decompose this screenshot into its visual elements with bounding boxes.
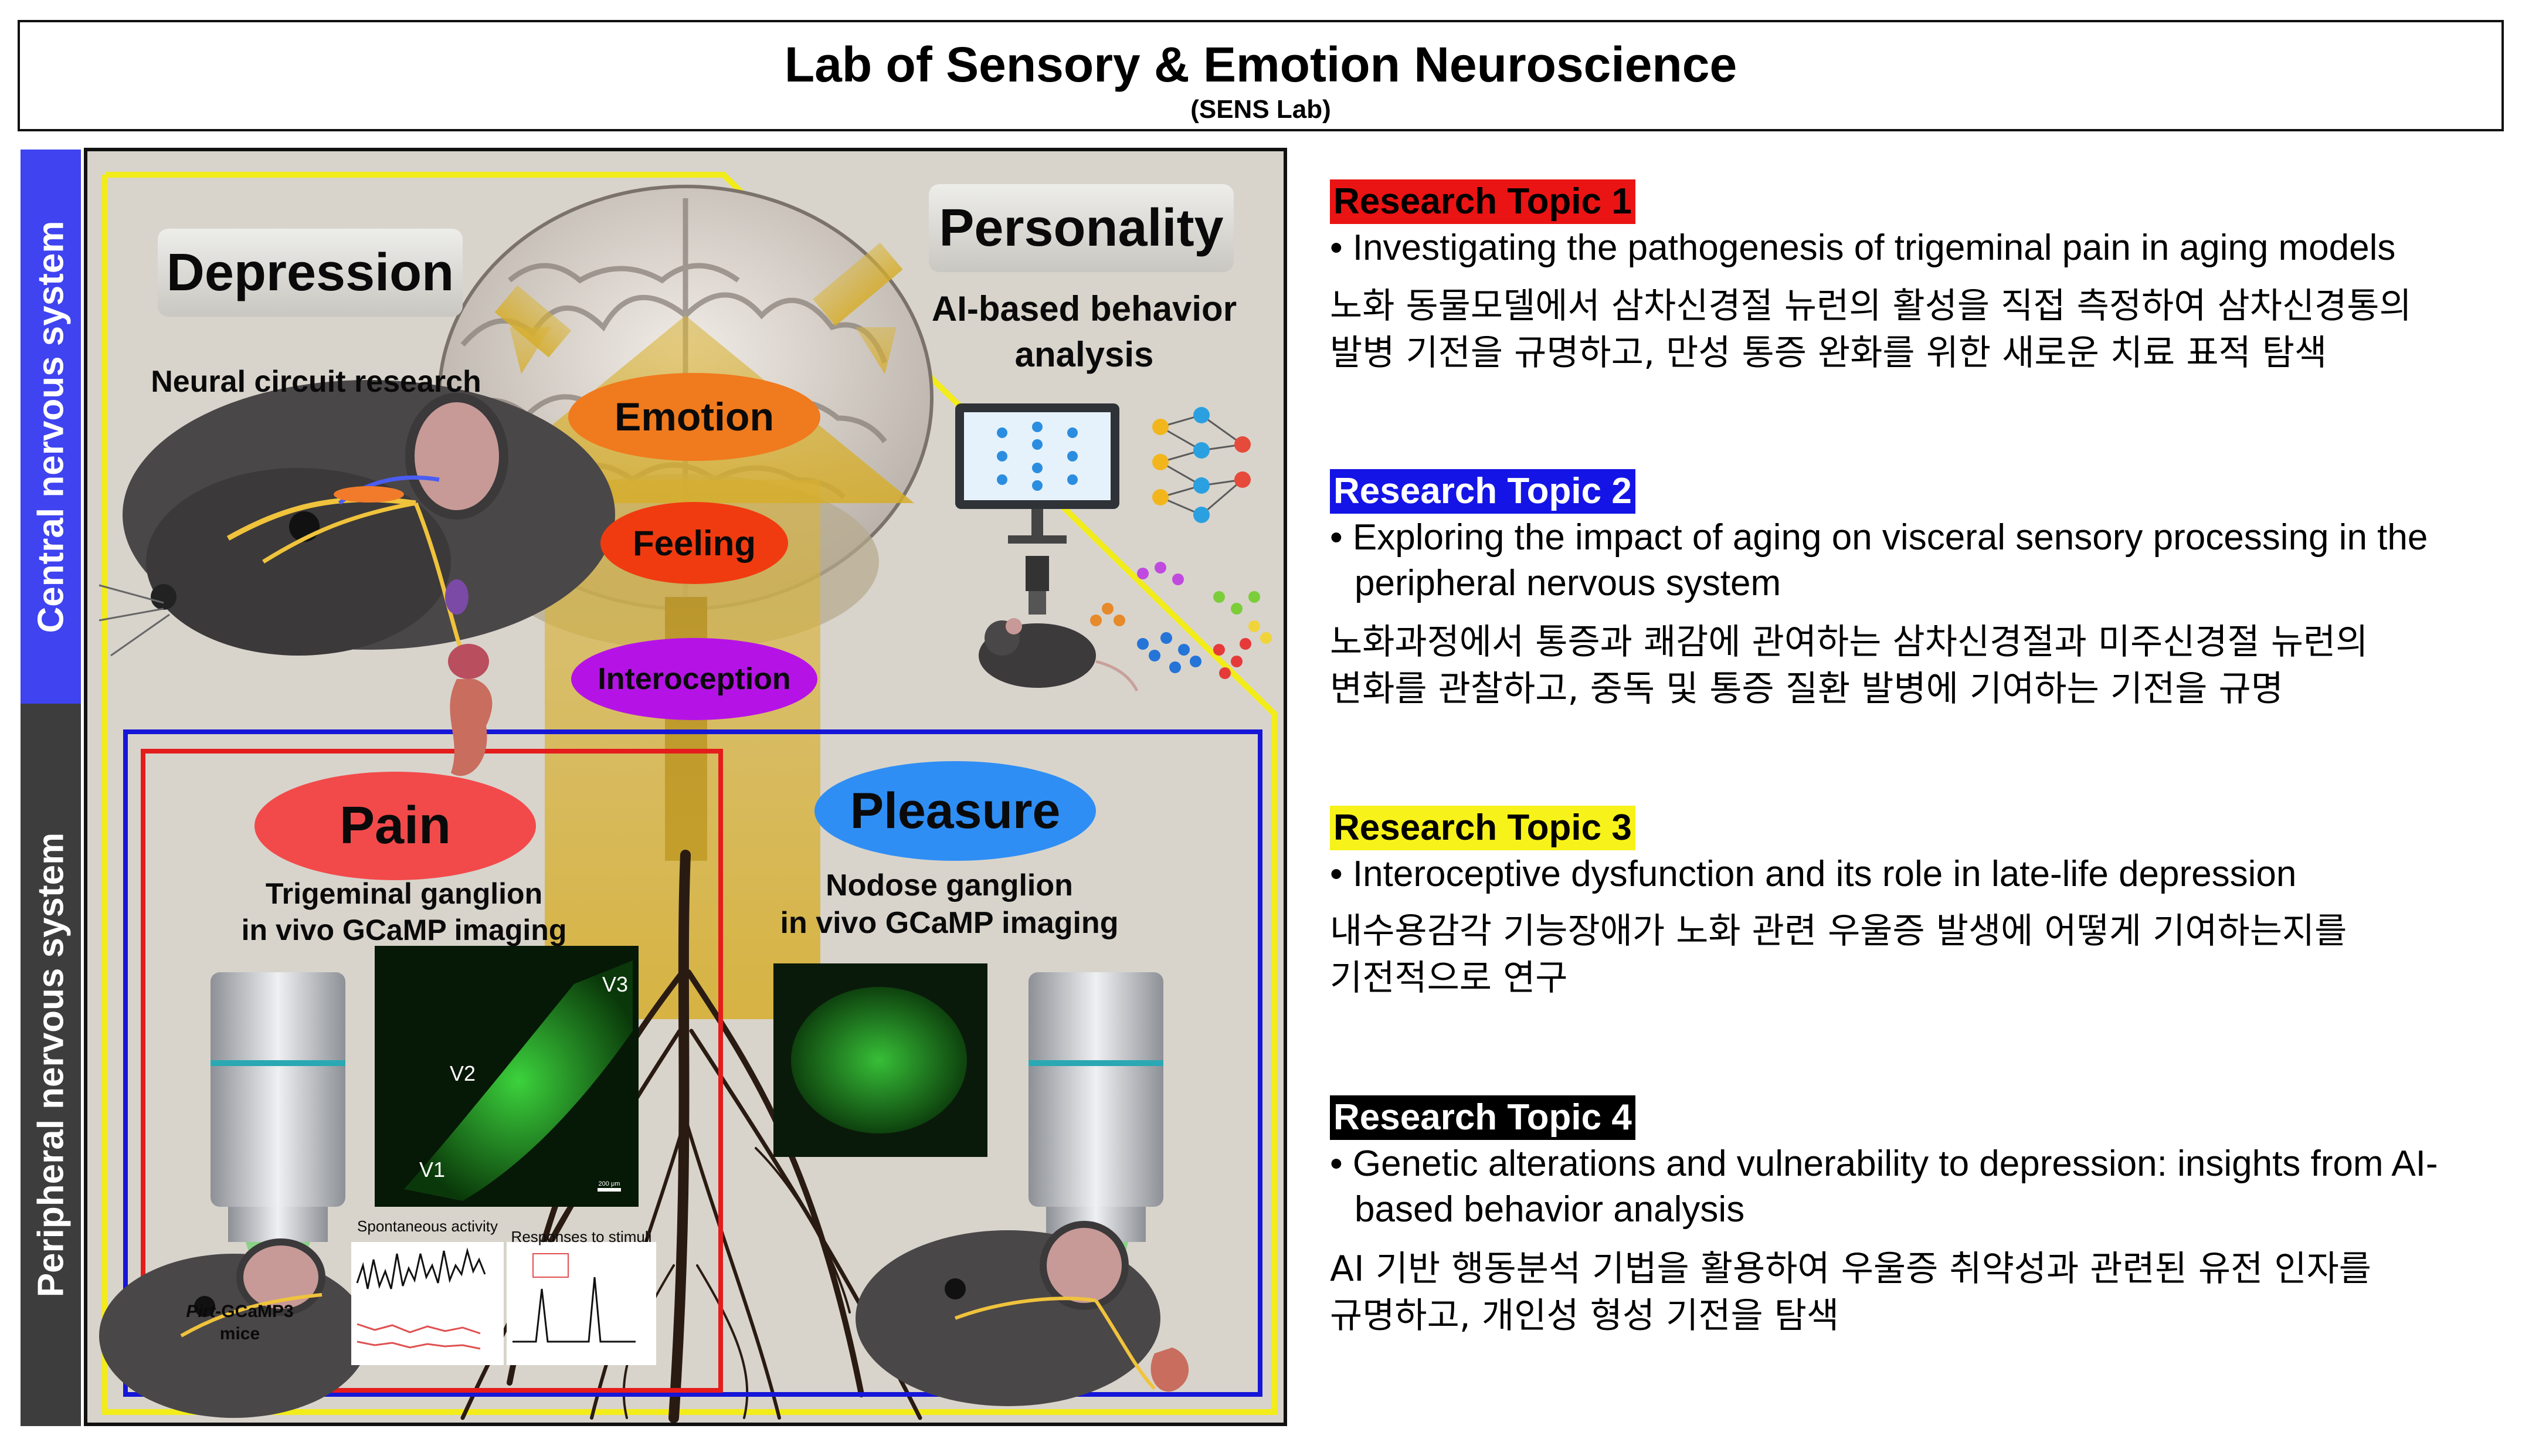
nodose-label-line1: Nodose ganglion xyxy=(826,868,1073,902)
mouse-top-left xyxy=(99,380,615,776)
topic-3-english: • Interoceptive dysfunction and its role… xyxy=(1330,851,2497,897)
neural-circuit-label: Neural circuit research xyxy=(151,365,481,399)
nodose-label: Nodose ganglion in vivo GCaMP imaging xyxy=(773,867,1125,942)
v1-label: V1 xyxy=(419,1158,446,1182)
nodose-label-line2: in vivo GCaMP imaging xyxy=(780,906,1119,940)
topic2-frame xyxy=(123,729,1262,1397)
topic-3-korean-line1: 내수용감각 기능장애가 노화 관련 우울증 발생에 어떻게 기여하는지를 xyxy=(1330,911,2347,952)
trigeminal-label: Trigeminal ganglion in vivo GCaMP imagin… xyxy=(240,875,568,948)
topic-4-korean-line2: 규명하고, 개인성 형성 기전을 탐색 xyxy=(1330,1295,1839,1336)
stimuli-response-trace xyxy=(507,1242,656,1365)
pleasure-oval: Pleasure xyxy=(814,761,1096,861)
ai-monitor-icon xyxy=(955,403,1119,615)
personality-label: Personality xyxy=(929,184,1234,272)
topic-1-korean-line2: 발병 기전을 규명하고, 만성 통증 완화를 위한 새로운 치료 표적 탐색 xyxy=(1330,332,2327,374)
central-nervous-system-label: Central nervous system xyxy=(30,220,71,633)
topic1-frame xyxy=(141,749,723,1393)
diagram-illustration xyxy=(99,172,1278,1423)
spontaneous-activity-trace xyxy=(351,1242,504,1365)
topic-1-korean: 노화 동물모델에서 삼차신경절 뉴런의 활성을 직접 측정하여 삼차신경통의 발… xyxy=(1330,283,2497,376)
mice-label-rest: -GCaMP3 xyxy=(215,1302,294,1321)
mouse-bottom-right xyxy=(856,1221,1189,1406)
trigeminal-label-line1: Trigeminal ganglion xyxy=(265,877,543,910)
topic-2-badge: Research Topic 2 xyxy=(1330,469,1635,514)
emotion-oval: Emotion xyxy=(568,373,820,461)
topic-4-korean-line1: AI 기반 행동분석 기법을 활용하여 우울증 취약성과 관련된 유전 인자를 xyxy=(1330,1248,2371,1289)
page-subtitle: (SENS Lab) xyxy=(1190,95,1331,124)
spontaneous-activity-label: Spontaneous activity xyxy=(357,1217,498,1235)
topic-4-english-line2: based behavior analysis xyxy=(1355,1189,1745,1230)
interoception-oval: Interoception xyxy=(571,638,817,720)
topic-2-english: • Exploring the impact of aging on visce… xyxy=(1330,515,2497,606)
topic-2-english-line2: peripheral nervous system xyxy=(1355,563,1781,603)
responses-label: Responses to stimuli xyxy=(511,1228,652,1245)
mice-label: Pirt-GCaMP3 mice xyxy=(152,1301,328,1345)
topic-2-english-line1: • Exploring the impact of aging on visce… xyxy=(1330,517,2428,558)
topic-4-english-line1: • Genetic alterations and vulnerability … xyxy=(1330,1143,2438,1184)
mouse-bottom-left xyxy=(99,1238,369,1418)
page-title: Lab of Sensory & Emotion Neuroscience xyxy=(784,37,1737,92)
scale-bar-label: 200 μm xyxy=(598,1180,620,1187)
pain-oval: Pain xyxy=(254,772,536,880)
topic-4-badge: Research Topic 4 xyxy=(1330,1095,1635,1140)
peripheral-nervous-system-label: Peripheral nervous system xyxy=(30,832,71,1298)
cluster-scatter-plot xyxy=(1090,562,1272,679)
topic-1-english: • Investigating the pathogenesis of trig… xyxy=(1330,225,2497,271)
topic-4-korean: AI 기반 행동분석 기법을 활용하여 우울증 취약성과 관련된 유전 인자를 … xyxy=(1330,1245,2497,1339)
trigeminal-label-line2: in vivo GCaMP imaging xyxy=(241,914,567,946)
v3-label: V3 xyxy=(602,972,629,996)
topic3-frame xyxy=(102,172,1278,1415)
topic-3-korean: 내수용감각 기능장애가 노화 관련 우울증 발생에 어떻게 기여하는지를 기전적… xyxy=(1330,908,2497,1002)
mice-label-line2: mice xyxy=(219,1324,260,1343)
depression-label: Depression xyxy=(158,229,463,317)
topic-4-english: • Genetic alterations and vulnerability … xyxy=(1330,1141,2497,1233)
topic-2-korean-line1: 노화과정에서 통증과 쾌감에 관여하는 삼차신경절과 미주신경절 뉴런의 xyxy=(1330,622,2368,663)
topic-1-korean-line1: 노화 동물모델에서 삼차신경절 뉴런의 활성을 직접 측정하여 삼차신경통의 xyxy=(1330,286,2412,327)
central-nervous-system-bar: Central nervous system xyxy=(21,150,81,704)
neural-network-icon xyxy=(1152,407,1251,523)
header-box: Lab of Sensory & Emotion Neuroscience (S… xyxy=(18,20,2504,131)
topic-1-badge: Research Topic 1 xyxy=(1330,179,1635,224)
ai-behavior-label: AI-based behavior analysis xyxy=(931,289,1237,374)
peripheral-nervous-system-bar: Peripheral nervous system xyxy=(21,704,81,1426)
mice-label-italic: Pirt xyxy=(186,1302,216,1321)
topic-2-korean: 노화과정에서 통증과 쾌감에 관여하는 삼차신경절과 미주신경절 뉴런의 변화를… xyxy=(1330,619,2497,712)
v2-label: V2 xyxy=(449,1061,476,1085)
topic-1-english-line1: • Investigating the pathogenesis of trig… xyxy=(1330,228,2396,268)
feeling-oval: Feeling xyxy=(600,502,788,584)
topic-3-korean-line2: 기전적으로 연구 xyxy=(1330,958,1568,999)
diagram-panel: Depression Neural circuit research Perso… xyxy=(84,148,1287,1426)
topic-3-badge: Research Topic 3 xyxy=(1330,806,1635,850)
topic-2-korean-line2: 변화를 관찰하고, 중독 및 통증 질환 발병에 기여하는 기전을 규명 xyxy=(1330,668,2283,710)
small-mouse-icon xyxy=(979,618,1139,692)
topic-3-english-line1: • Interoceptive dysfunction and its role… xyxy=(1330,854,2297,894)
